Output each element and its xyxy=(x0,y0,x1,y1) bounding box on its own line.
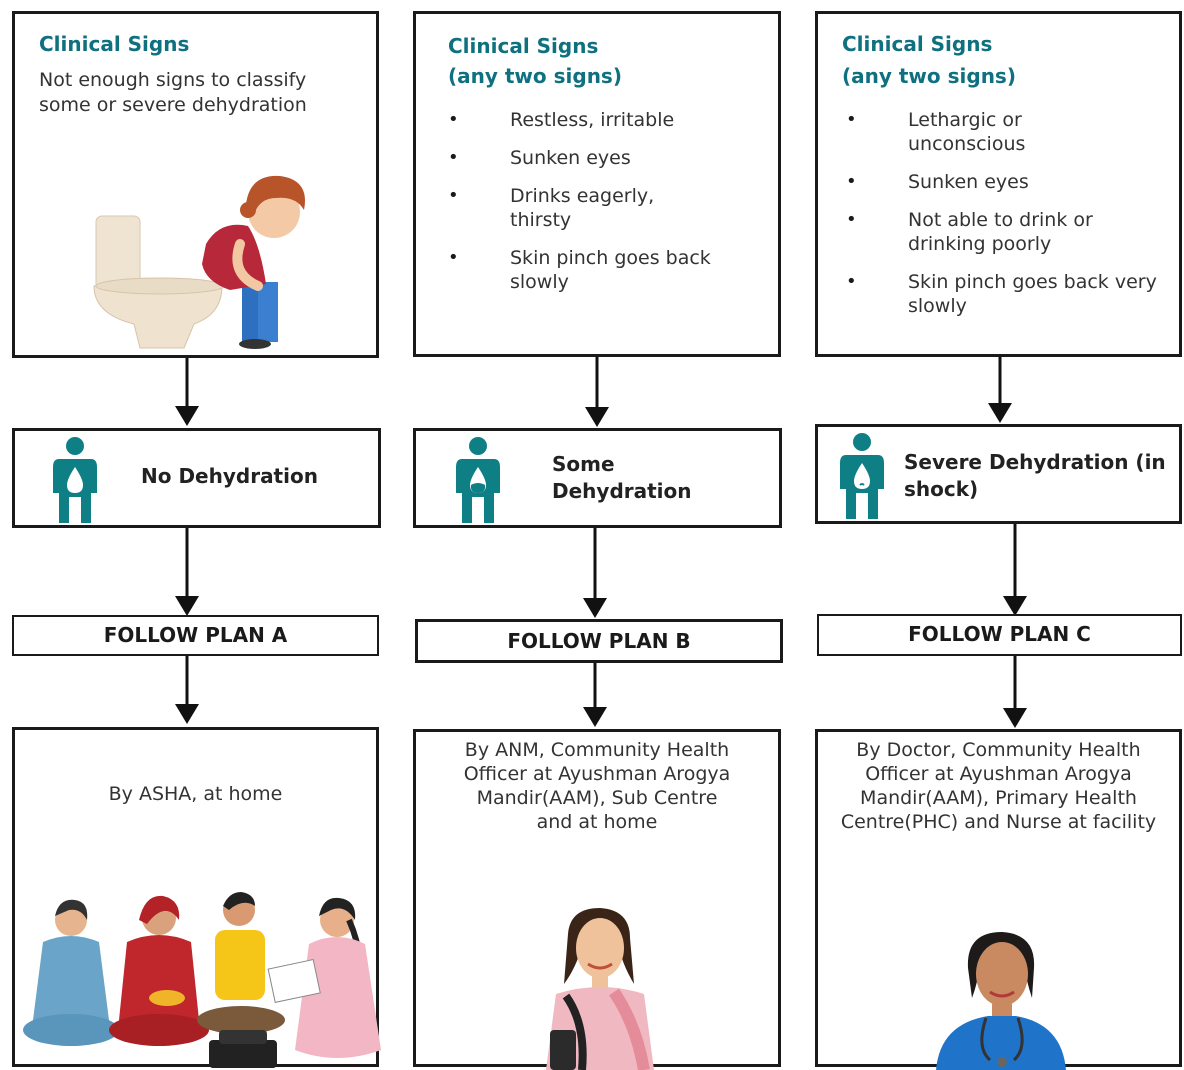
arrow-down-b2 xyxy=(583,528,607,618)
classification-label: Some Dehydration xyxy=(552,452,692,503)
arrow-down-c1 xyxy=(988,357,1012,423)
list-item: Sunken eyes xyxy=(846,170,1171,194)
signs-title: Clinical Signs xyxy=(842,32,993,56)
clinical-signs-box-b: Clinical Signs (any two signs) Restless,… xyxy=(413,11,781,357)
plan-label: FOLLOW PLAN B xyxy=(507,629,691,653)
signs-description: Not enough signs to classify some or sev… xyxy=(39,69,307,116)
list-item: Skin pinch goes back slowly xyxy=(448,246,770,294)
nurse-illustration xyxy=(936,932,1066,1070)
classification-box-a: No Dehydration xyxy=(12,428,381,528)
plan-box-b: FOLLOW PLAN B xyxy=(415,619,783,663)
person-droplet-icon xyxy=(840,433,884,519)
person-droplet-icon xyxy=(53,437,97,523)
classification-box-b: Some Dehydration xyxy=(413,428,782,528)
arrow-down-a1 xyxy=(175,358,199,426)
delivered-by-text: By ANM, Community Health Officer at Ayus… xyxy=(463,739,731,833)
person-droplet-icon xyxy=(456,437,500,523)
delivered-by-text: By ASHA, at home xyxy=(108,783,283,805)
classification-box-c: Severe Dehydration (in shock) xyxy=(815,424,1182,524)
list-item: Skin pinch goes back very slowly xyxy=(846,270,1168,318)
arrow-down-b3 xyxy=(583,663,607,727)
signs-subtitle: (any two signs) xyxy=(842,64,1016,88)
arrow-down-c3 xyxy=(1003,656,1027,728)
clinical-signs-box-a: Clinical Signs Not enough signs to class… xyxy=(12,11,379,358)
clinical-signs-box-c: Clinical Signs (any two signs) Lethargic… xyxy=(815,11,1182,357)
health-worker-illustration xyxy=(546,908,654,1070)
signs-title: Clinical Signs xyxy=(39,32,190,56)
signs-list: Restless, irritable Sunken eyes Drinks e… xyxy=(448,108,770,294)
plan-box-a: FOLLOW PLAN A xyxy=(12,615,379,656)
delivered-by-text: By Doctor, Community Health Officer at A… xyxy=(840,739,1157,833)
plan-label: FOLLOW PLAN C xyxy=(908,622,1091,646)
classification-label: Severe Dehydration (in shock) xyxy=(904,450,1166,501)
plan-label: FOLLOW PLAN A xyxy=(103,623,288,647)
signs-title: Clinical Signs xyxy=(448,34,599,58)
arrow-down-b1 xyxy=(585,357,609,427)
list-item: Lethargic or unconscious xyxy=(846,108,1068,156)
plan-box-c: FOLLOW PLAN C xyxy=(817,614,1182,656)
arrow-down-c2 xyxy=(1003,524,1027,616)
child-on-toilet-illustration xyxy=(93,175,305,349)
list-item: Drinks eagerly, thirsty xyxy=(448,184,690,232)
arrow-down-a3 xyxy=(175,656,199,724)
asha-group-illustration xyxy=(23,892,381,1068)
signs-list: Lethargic or unconscious Sunken eyes Not… xyxy=(846,108,1171,318)
signs-subtitle: (any two signs) xyxy=(448,64,622,88)
delivered-by-box-c: By Doctor, Community Health Officer at A… xyxy=(815,729,1182,1070)
delivered-by-box-b: By ANM, Community Health Officer at Ayus… xyxy=(413,729,781,1070)
list-item: Not able to drink or drinking poorly xyxy=(846,208,1148,256)
arrow-down-a2 xyxy=(175,528,199,616)
list-item: Restless, irritable xyxy=(448,108,770,132)
list-item: Sunken eyes xyxy=(448,146,770,170)
delivered-by-box-a: By ASHA, at home xyxy=(12,727,381,1068)
classification-label: No Dehydration xyxy=(141,464,318,488)
